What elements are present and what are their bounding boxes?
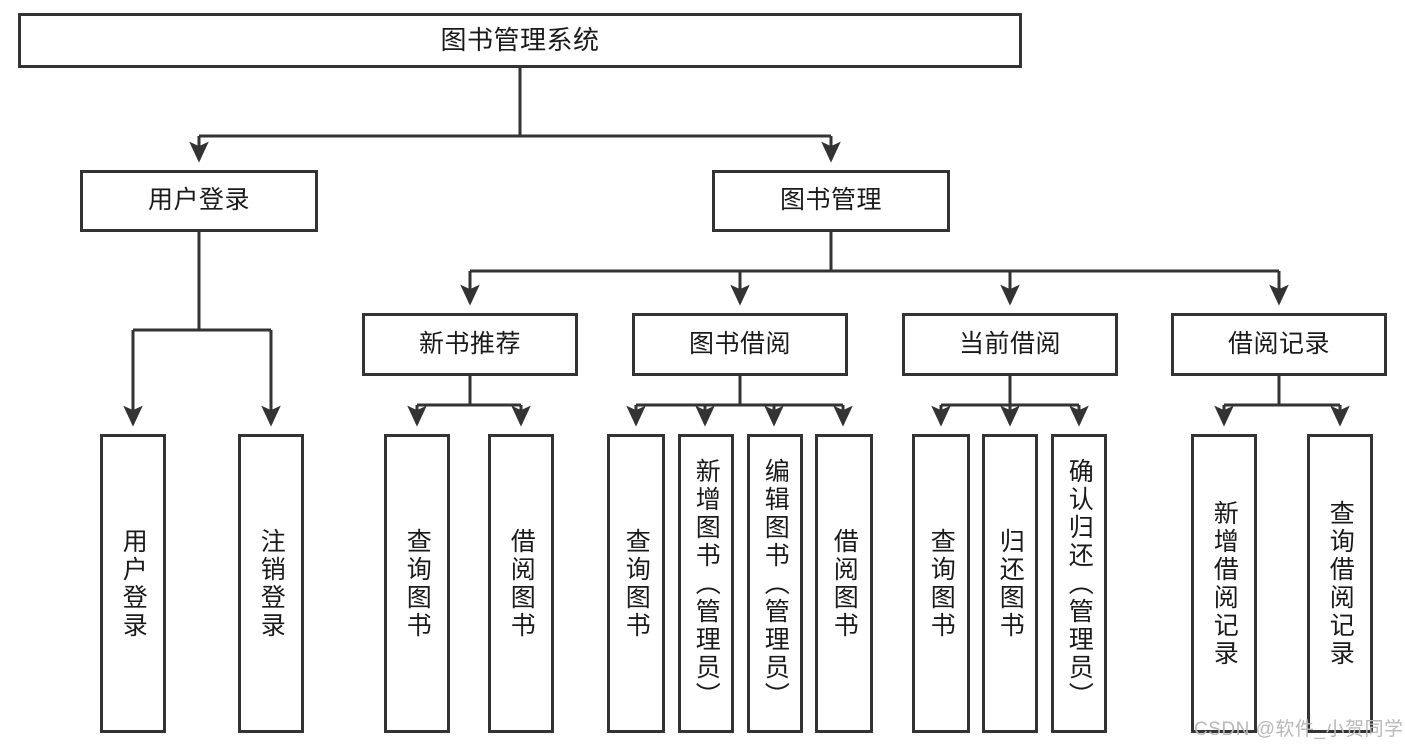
node-leaf-borrow-book-borrow[interactable]: 借阅图书 [815, 434, 873, 733]
node-label: 用户登录 [119, 527, 148, 640]
node-leaf-query-book-recommend[interactable]: 查询图书 [384, 434, 450, 733]
node-label: 借阅图书 [507, 527, 536, 640]
node-label: 确认归还（管理员） [1065, 457, 1094, 710]
node-label: 当前借阅 [958, 329, 1061, 358]
node-leaf-confirm-return-admin[interactable]: 确认归还（管理员） [1051, 434, 1107, 733]
node-label: 图书管理系统 [440, 25, 600, 56]
node-leaf-add-borrow-record[interactable]: 新增借阅记录 [1191, 434, 1257, 733]
node-label: 查询借阅记录 [1326, 499, 1355, 668]
node-label: 图书管理 [779, 186, 882, 215]
node-borrow-record[interactable]: 借阅记录 [1171, 313, 1387, 376]
watermark-text: CSDN @软件_小贺同学 [1194, 719, 1404, 740]
node-label: 新增图书（管理员） [692, 457, 721, 710]
node-label: 编辑图书（管理员） [761, 457, 790, 710]
node-label: 用户登录 [147, 186, 250, 215]
node-book-borrow[interactable]: 图书借阅 [632, 313, 848, 376]
node-leaf-user-login[interactable]: 用户登录 [100, 434, 166, 733]
node-new-book-recommend[interactable]: 新书推荐 [362, 313, 578, 376]
node-leaf-query-borrow-record[interactable]: 查询借阅记录 [1307, 434, 1373, 733]
node-current-borrow[interactable]: 当前借阅 [902, 313, 1118, 376]
node-leaf-add-book-admin[interactable]: 新增图书（管理员） [678, 434, 734, 733]
node-label: 查询图书 [403, 527, 432, 640]
node-label: 借阅图书 [830, 527, 859, 640]
node-label: 新书推荐 [418, 329, 521, 358]
node-leaf-borrow-book-recommend[interactable]: 借阅图书 [488, 434, 554, 733]
node-label: 图书借阅 [688, 329, 791, 358]
node-label: 新增借阅记录 [1210, 499, 1239, 668]
node-label: 查询图书 [927, 527, 956, 640]
node-leaf-logout-login[interactable]: 注销登录 [238, 434, 304, 733]
node-leaf-query-book-borrow[interactable]: 查询图书 [607, 434, 665, 733]
node-label: 注销登录 [257, 527, 286, 640]
node-leaf-return-book[interactable]: 归还图书 [982, 434, 1038, 733]
node-label: 归还图书 [996, 527, 1025, 640]
node-root-library-system[interactable]: 图书管理系统 [18, 13, 1022, 68]
node-label: 借阅记录 [1227, 329, 1330, 358]
node-leaf-edit-book-admin[interactable]: 编辑图书（管理员） [747, 434, 803, 733]
node-leaf-query-book-current[interactable]: 查询图书 [912, 434, 970, 733]
node-label: 查询图书 [622, 527, 651, 640]
node-user-login[interactable]: 用户登录 [80, 170, 318, 232]
node-book-management[interactable]: 图书管理 [712, 170, 950, 232]
